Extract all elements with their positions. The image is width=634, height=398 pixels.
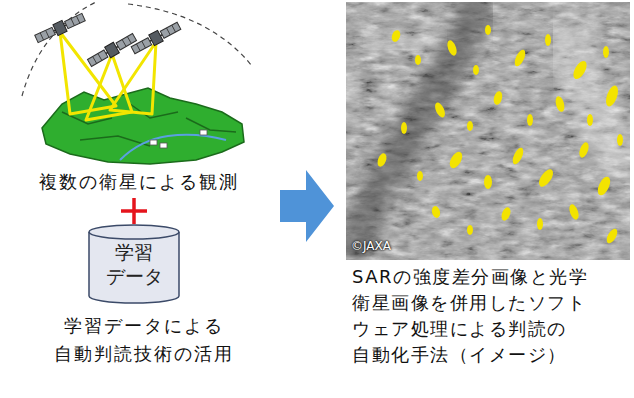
satellite <box>86 32 137 68</box>
observation-beam <box>60 32 116 114</box>
house <box>200 130 207 135</box>
detected-patches <box>376 25 623 245</box>
cylinder-rim <box>89 232 179 239</box>
satellite <box>34 12 86 45</box>
terrain <box>42 88 244 164</box>
orbit-line <box>22 2 96 96</box>
database-cylinder: 学習 データ <box>88 224 180 304</box>
satellite-illustration <box>22 2 252 164</box>
house <box>150 140 157 145</box>
block-arrow <box>280 170 334 242</box>
watermark: ©JAXA <box>351 238 431 254</box>
house <box>160 143 167 148</box>
satellite <box>130 20 182 55</box>
cylinder-body <box>89 225 179 303</box>
sar-image <box>346 2 630 260</box>
river <box>120 135 226 160</box>
caption-text: 学習データによる 自動判読技術の活用 <box>8 312 280 368</box>
caption-text: 複数の衛星による観測 <box>8 170 270 194</box>
cylinder-outline <box>88 224 180 304</box>
caption-text: SARの強度差分画像と光学 衛星画像を併用したソフト ウェア処理による判読の 自… <box>352 264 628 368</box>
node-text: 学習 データ <box>98 240 170 288</box>
plus-symbol <box>121 198 147 224</box>
